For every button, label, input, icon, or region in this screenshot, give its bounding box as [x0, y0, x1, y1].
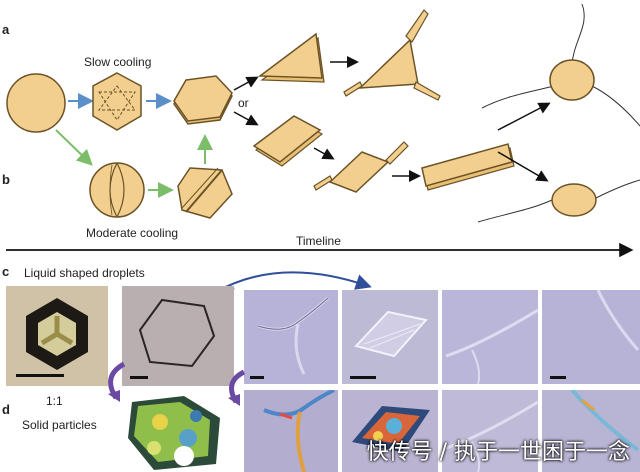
- micrograph-hexagon-droplet: [6, 286, 108, 386]
- icosahedron: [92, 72, 142, 131]
- panel-label-a: a: [2, 22, 10, 37]
- watermark-text: 快传号 / 执于一世困于一念: [366, 440, 630, 465]
- micrograph-parallelogram: [342, 290, 438, 384]
- liquid-droplet: [6, 73, 66, 133]
- scale-bar: [550, 376, 566, 379]
- parallelogram-arms: [313, 141, 409, 193]
- micrograph-solid-triangle: [244, 390, 338, 472]
- timeline-label: Timeline: [296, 234, 341, 248]
- scale-bar: [16, 374, 64, 377]
- flat-hexagon: [173, 75, 233, 125]
- panel-label-d: d: [2, 402, 10, 417]
- solidify-arrow: [108, 361, 126, 402]
- panel-label-b: b: [2, 172, 10, 187]
- micrograph-liquid-hexagon: [122, 286, 234, 386]
- arrow-moderate: [55, 129, 93, 166]
- micrograph-triangle: [244, 290, 338, 384]
- micrograph-fiber: [542, 290, 640, 384]
- ratio-label: 1:1: [46, 394, 63, 408]
- solidify-arrow: [228, 369, 246, 406]
- micrograph-solid-parallelogram: [342, 390, 438, 472]
- micrograph-solid-fiber: [542, 390, 640, 472]
- moderate-cooling-label: Moderate cooling: [86, 226, 179, 240]
- scale-bar: [250, 376, 264, 379]
- scale-bar: [130, 376, 148, 379]
- segmented-sphere: [89, 162, 145, 218]
- curved-arrow: [215, 271, 372, 293]
- micrograph-solid-hexagon: [124, 392, 228, 472]
- micrograph-rod: [442, 290, 538, 384]
- panel-label-c: c: [2, 264, 10, 279]
- solid-particles-label: Solid particles: [22, 418, 97, 432]
- final-droplet-bi: [477, 179, 640, 223]
- triangle-platelet: [257, 32, 325, 83]
- triangle-arms: [343, 9, 441, 101]
- slow-cooling-label: Slow cooling: [84, 55, 152, 69]
- or-label: or: [238, 96, 249, 110]
- folded-hexagon: [177, 167, 233, 219]
- final-droplet-tri: [481, 3, 640, 127]
- schematic-diagram: [6, 3, 640, 258]
- parallelogram-platelet: [252, 115, 324, 167]
- scale-bar: [350, 376, 376, 379]
- micrograph-solid-rod: [442, 390, 538, 472]
- elongated-rod: [421, 143, 515, 191]
- liquid-shaped-label: Liquid shaped droplets: [24, 266, 145, 280]
